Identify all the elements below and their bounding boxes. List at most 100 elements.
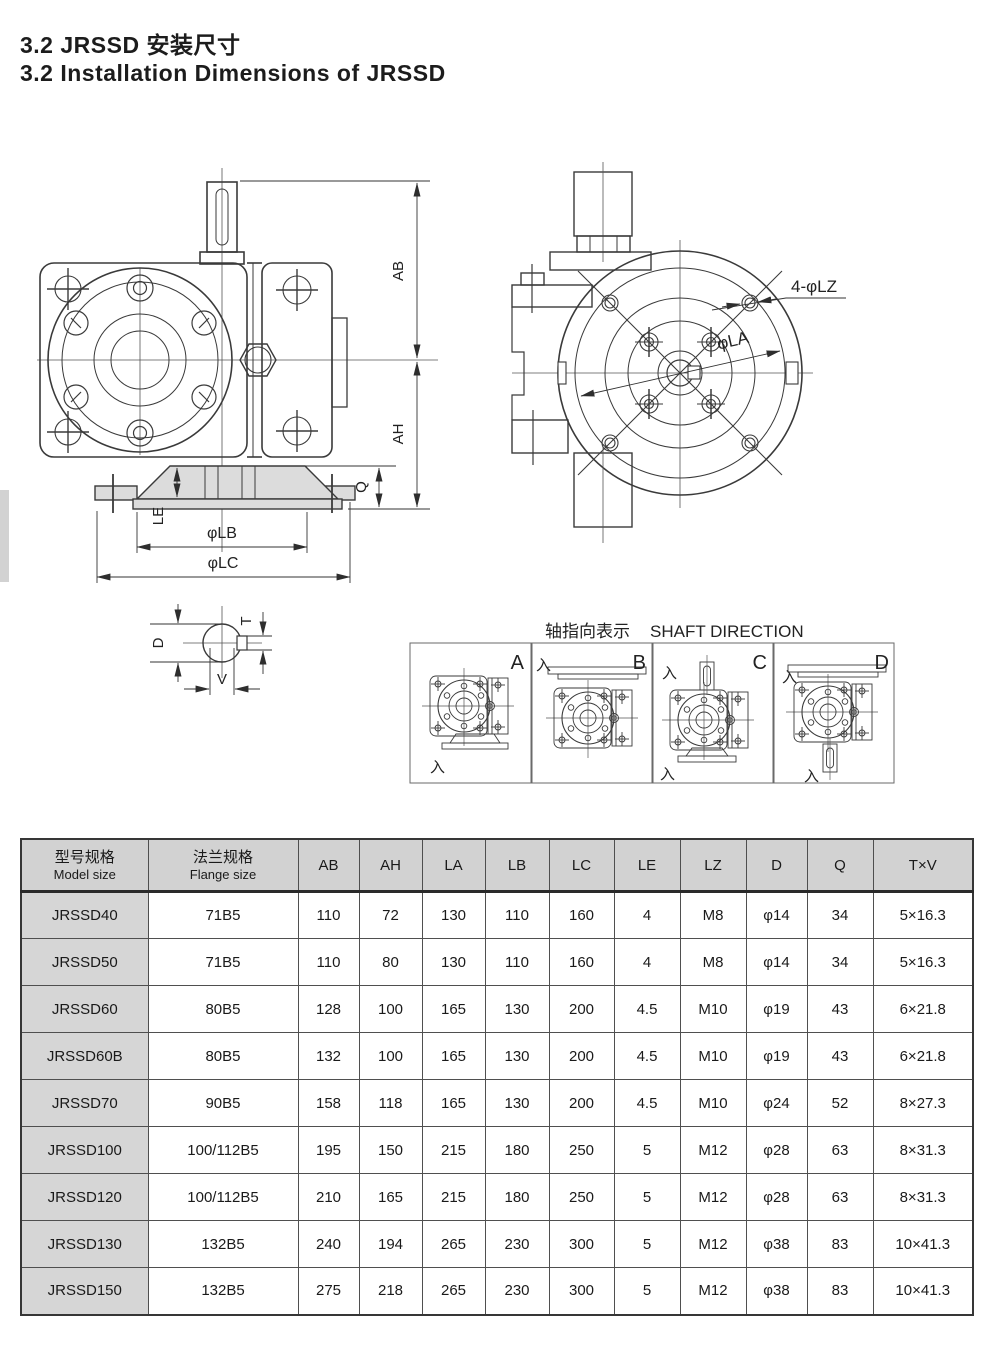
value-cell: 165 [358,1173,423,1221]
value-cell: 80 [358,938,423,986]
value-cell: 100/112B5 [147,1126,299,1174]
value-cell: 118 [358,1079,423,1127]
hex-nut [239,343,277,377]
value-cell: 165 [421,1032,486,1080]
value-cell: 200 [548,985,615,1033]
value-cell: 165 [421,985,486,1033]
value-cell: 5×16.3 [872,938,974,986]
value-cell: 5 [613,1126,681,1174]
value-cell: 63 [806,1126,874,1174]
value-cell: 132B5 [147,1220,299,1268]
value-cell: 100 [358,985,423,1033]
value-cell: 132 [297,1032,360,1080]
value-cell: 218 [358,1267,423,1315]
side-view-drawing: AB AH Q LE φLB φLC [37,168,438,583]
value-cell: 160 [548,891,615,939]
dim-label-le: LE [150,507,167,525]
value-cell: 130 [421,891,486,939]
header-flange-size: 法兰规格 Flange size [147,838,299,893]
shaft-direction-figure-d: 入 入 D [782,652,889,785]
value-cell: 300 [548,1220,615,1268]
value-cell: 4.5 [613,1032,681,1080]
value-cell: φ28 [745,1126,808,1174]
input-mark: 入 [430,759,445,776]
value-cell: 52 [806,1079,874,1127]
value-cell: 34 [806,891,874,939]
input-mark: 入 [660,766,675,783]
value-cell: 130 [484,1079,550,1127]
center-keyway [687,365,701,380]
value-cell: 4 [613,938,681,986]
gearbox-body [239,262,348,458]
model-cell: JRSSD60B [20,1032,149,1080]
model-cell: JRSSD120 [20,1173,149,1221]
value-cell: 100 [358,1032,423,1080]
value-cell: 83 [806,1220,874,1268]
value-cell: M12 [679,1220,747,1268]
model-cell: JRSSD60 [20,985,149,1033]
value-cell: M10 [679,1032,747,1080]
value-cell: 150 [358,1126,423,1174]
header-txv: T×V [872,838,974,893]
value-cell: 34 [806,938,874,986]
technical-drawings: AB AH Q LE φLB φLC [37,162,895,785]
value-cell: 194 [358,1220,423,1268]
shaft-direction-box-d [773,642,895,784]
value-cell: 8×31.3 [872,1126,974,1174]
value-cell: φ19 [745,985,808,1033]
value-cell: 110 [484,891,550,939]
header-lb: LB [484,838,550,893]
variant-letter-b: B [633,652,646,674]
shaft-direction-figure-b: 入 B [536,652,647,759]
dim-label-q: Q [353,481,370,493]
value-cell: 110 [297,938,360,986]
value-cell: 110 [297,891,360,939]
value-cell: 300 [548,1267,615,1315]
shaft-direction-title-en: SHAFT DIRECTION [650,622,804,641]
value-cell: 80B5 [147,985,299,1033]
flange-bolts [63,274,217,447]
value-cell: φ38 [745,1220,808,1268]
shaft-direction-figure-c: 入 入 C [660,652,767,783]
value-cell: 4.5 [613,985,681,1033]
dim-label-t: T [238,616,255,625]
value-cell: 240 [297,1220,360,1268]
value-cell: 165 [421,1079,486,1127]
dim-label-d: D [150,637,167,648]
value-cell: 8×31.3 [872,1173,974,1221]
input-mark: 入 [804,768,819,785]
value-cell: 160 [548,938,615,986]
value-cell: 130 [484,985,550,1033]
header-la: LA [421,838,486,893]
label-4-lz: 4-φLZ [791,277,837,296]
variant-letter-c: C [753,652,767,674]
model-cell: JRSSD100 [20,1126,149,1174]
value-cell: 5 [613,1220,681,1268]
dim-label-v: V [217,671,227,688]
model-cell: JRSSD50 [20,938,149,986]
value-cell: φ14 [745,938,808,986]
shaft-direction-figure-a: 入 A [421,652,525,776]
value-cell: M12 [679,1173,747,1221]
value-cell: 43 [806,1032,874,1080]
value-cell: 215 [421,1173,486,1221]
dim-label-ah: AH [390,424,407,445]
shaft-direction-title-zh: 轴指向表示 [545,622,630,641]
value-cell: 110 [484,938,550,986]
dimensions-table-wrapper: 型号规格 Model size 法兰规格 Flange size AB AH L… [20,838,974,1316]
value-cell: φ19 [745,1032,808,1080]
input-mark: 入 [662,665,677,682]
page-title-en: 3.2 Installation Dimensions of JRSSD [20,60,446,86]
output-shaft [199,181,245,265]
value-cell: 265 [421,1220,486,1268]
value-cell: 71B5 [147,891,299,939]
value-cell: 130 [484,1032,550,1080]
